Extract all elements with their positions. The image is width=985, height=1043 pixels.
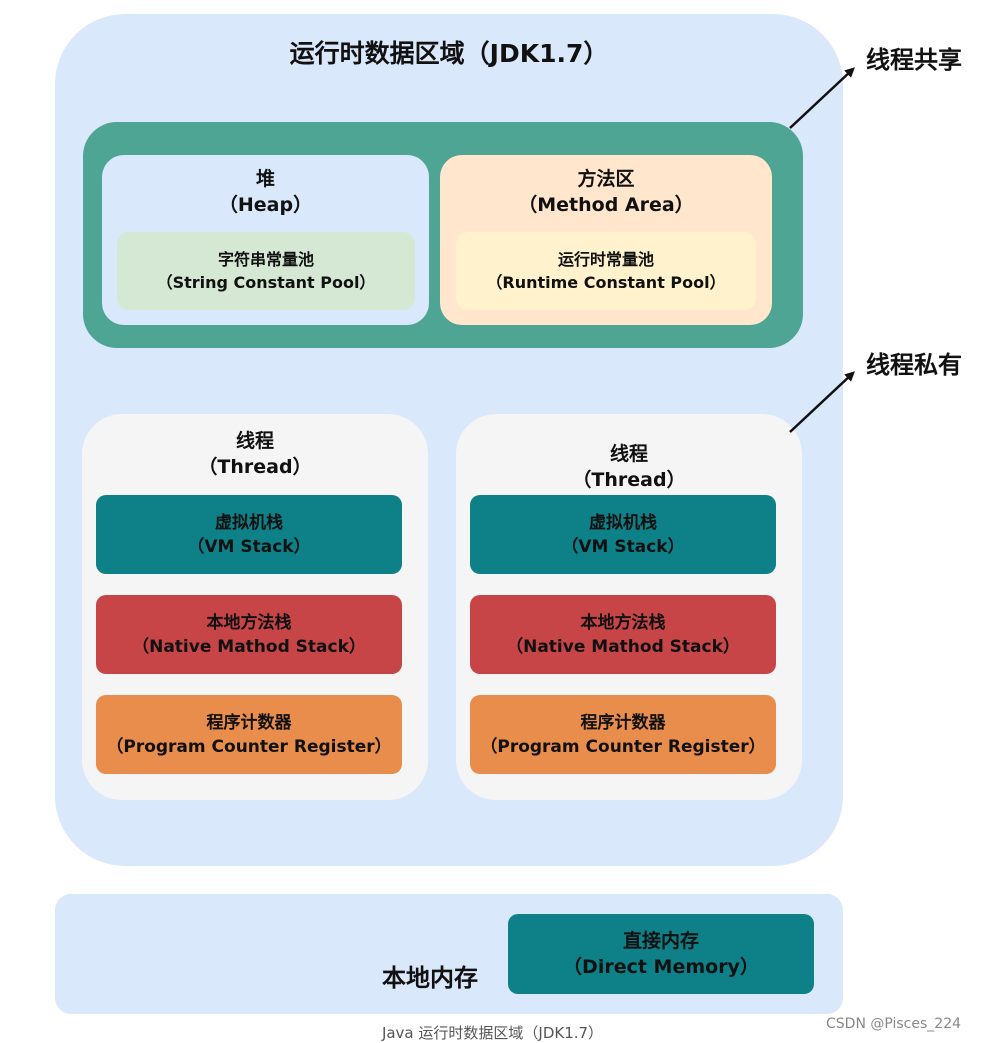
vm-stack-name: 虚拟机栈 [589, 512, 657, 533]
program-counter-register-box: 程序计数器 （Program Counter Register） [470, 695, 776, 774]
direct-memory-name: 直接内存 [622, 930, 699, 952]
runtime-data-area-title: 运行时数据区域（JDK1.7） [289, 39, 609, 68]
thread-name: 线程 [235, 430, 274, 452]
native-method-stack-box: 本地方法栈 （Native Mathod Stack） [96, 595, 402, 674]
method-area-name: 方法区 [577, 168, 635, 190]
pc-register-name-en: （Program Counter Register） [480, 736, 766, 757]
string-constant-pool: 字符串常量池 （String Constant Pool） [117, 232, 415, 310]
direct-memory-name-en: （Direct Memory） [563, 956, 759, 978]
thread-name: 线程 [609, 443, 648, 465]
thread-private-label: 线程私有 [866, 351, 962, 379]
heap-name: 堆 [255, 168, 275, 190]
pc-register-name: 程序计数器 [580, 712, 666, 733]
vm-stack-box: 虚拟机栈 （VM Stack） [470, 495, 776, 574]
string-pool-name-en: （String Constant Pool） [156, 273, 376, 292]
vm-stack-name-en: （VM Stack） [187, 536, 311, 557]
thread-title: 线程 （Thread） [82, 428, 428, 480]
watermark: CSDN @Pisces_224 [826, 1016, 962, 1032]
vm-stack-name-en: （VM Stack） [561, 536, 685, 557]
program-counter-register-box: 程序计数器 （Program Counter Register） [96, 695, 402, 774]
method-area-name-en: （Method Area） [518, 194, 694, 216]
native-stack-name-en: （Native Mathod Stack） [132, 636, 366, 657]
figure-caption: Java 运行时数据区域（JDK1.7） [381, 1024, 604, 1042]
thread-shared-label: 线程共享 [866, 46, 962, 74]
vm-stack-name: 虚拟机栈 [215, 512, 283, 533]
heap-name-en: （Heap） [218, 194, 313, 216]
runtime-constant-pool: 运行时常量池 （Runtime Constant Pool） [456, 232, 756, 310]
direct-memory-box: 直接内存 （Direct Memory） [508, 914, 814, 994]
pc-register-name: 程序计数器 [206, 712, 292, 733]
thread-name-en: （Thread） [572, 469, 686, 491]
heap-title: 堆 （Heap） [102, 166, 429, 218]
native-method-stack-box: 本地方法栈 （Native Mathod Stack） [470, 595, 776, 674]
vm-stack-box: 虚拟机栈 （VM Stack） [96, 495, 402, 574]
thread-name-en: （Thread） [198, 456, 312, 478]
pc-register-name-en: （Program Counter Register） [106, 736, 392, 757]
thread-title: 线程 （Thread） [456, 441, 802, 493]
method-area-title: 方法区 （Method Area） [440, 166, 772, 218]
native-stack-name: 本地方法栈 [206, 612, 292, 633]
native-stack-name: 本地方法栈 [580, 612, 666, 633]
runtime-pool-name-en: （Runtime Constant Pool） [486, 273, 726, 292]
runtime-pool-name: 运行时常量池 [557, 250, 654, 269]
local-memory-label: 本地内存 [382, 964, 478, 992]
string-pool-name: 字符串常量池 [217, 250, 314, 269]
native-stack-name-en: （Native Mathod Stack） [506, 636, 740, 657]
